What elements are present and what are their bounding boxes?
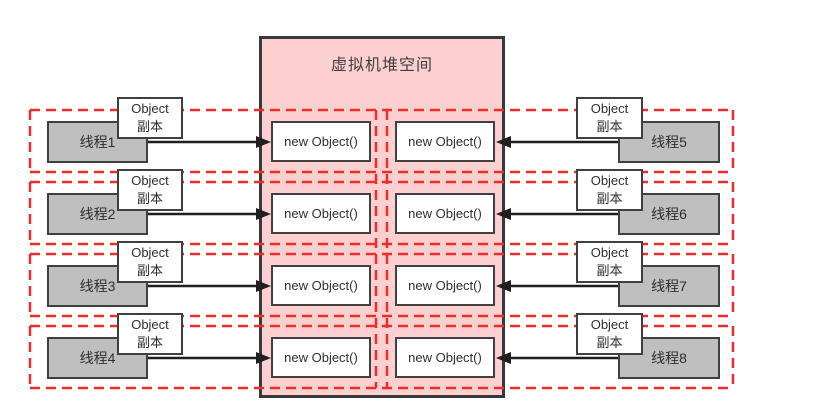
object-copy-line2: 副本 [596, 119, 623, 134]
object-copy-box-6: Object 副本 [576, 169, 643, 211]
object-copy-line2: 副本 [136, 119, 163, 134]
object-copy-line2: 副本 [136, 335, 163, 350]
object-copy-box-5: Object 副本 [576, 97, 643, 139]
new-object-box-4: new Object() [271, 337, 371, 378]
new-object-box-7: new Object() [395, 265, 495, 306]
thread-box-5: 线程5 [618, 121, 720, 163]
object-copy-line2: 副本 [596, 335, 623, 350]
object-copy-box-8: Object 副本 [576, 313, 643, 355]
object-copy-line1: Object [590, 173, 629, 189]
object-copy-line2: 副本 [136, 263, 163, 278]
object-copy-line1: Object [131, 317, 169, 333]
object-copy-line1: Object [131, 245, 169, 261]
object-copy-line1: Object [131, 101, 169, 117]
new-object-box-5: new Object() [395, 121, 495, 162]
object-copy-box-3: Object 副本 [117, 241, 183, 283]
new-object-box-2: new Object() [271, 193, 371, 234]
object-copy-line1: Object [590, 101, 629, 117]
object-copy-box-7: Object 副本 [576, 241, 643, 283]
new-object-box-1: new Object() [271, 121, 371, 162]
new-object-box-6: new Object() [395, 193, 495, 234]
new-object-box-8: new Object() [395, 337, 495, 378]
object-copy-line2: 副本 [596, 263, 623, 278]
object-copy-line1: Object [590, 317, 629, 333]
heap-title: 虚拟机堆空间 [330, 57, 433, 74]
object-copy-box-2: Object 副本 [117, 169, 183, 211]
new-object-box-3: new Object() [271, 265, 371, 306]
object-copy-line1: Object [131, 173, 169, 189]
object-copy-line2: 副本 [136, 191, 163, 206]
object-copy-box-1: Object 副本 [117, 97, 183, 139]
object-copy-line1: Object [590, 245, 629, 261]
object-copy-line2: 副本 [596, 191, 623, 206]
object-copy-box-4: Object 副本 [117, 313, 183, 355]
